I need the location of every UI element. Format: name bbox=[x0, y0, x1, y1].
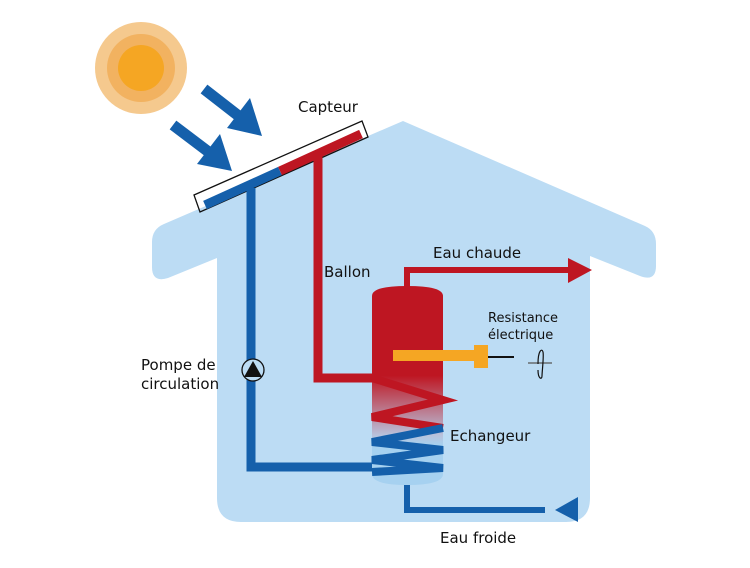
solar-collector bbox=[193, 120, 369, 213]
resistance-label-line1: Resistance bbox=[488, 311, 559, 326]
circulation-pump-icon bbox=[241, 358, 265, 382]
pump-label-line2: circulation bbox=[141, 375, 220, 393]
cold-loop-pipe bbox=[246, 188, 378, 472]
electric-heater bbox=[393, 345, 514, 368]
collector-label: Capteur bbox=[298, 98, 358, 116]
exchanger-label: Echangeur bbox=[450, 427, 531, 445]
hot-water-outlet-arrow-icon bbox=[568, 258, 592, 283]
cold-water-pipe bbox=[404, 475, 578, 522]
heat-exchanger-coil bbox=[370, 374, 459, 476]
tank-label: Ballon bbox=[324, 263, 371, 281]
cold-water-label: Eau froide bbox=[440, 529, 517, 547]
pump-label-line1: Pompe de bbox=[141, 356, 216, 374]
cold-water-inlet-arrow-icon bbox=[555, 497, 578, 522]
ac-power-symbol-icon bbox=[528, 349, 552, 379]
resistance-label-line2: électrique bbox=[488, 328, 554, 343]
sun-icon bbox=[95, 22, 187, 114]
hot-water-label: Eau chaude bbox=[433, 244, 522, 262]
hot-loop-pipe bbox=[313, 156, 378, 383]
sun-ray-arrow-icon bbox=[169, 84, 262, 171]
hot-water-pipe bbox=[404, 258, 592, 292]
